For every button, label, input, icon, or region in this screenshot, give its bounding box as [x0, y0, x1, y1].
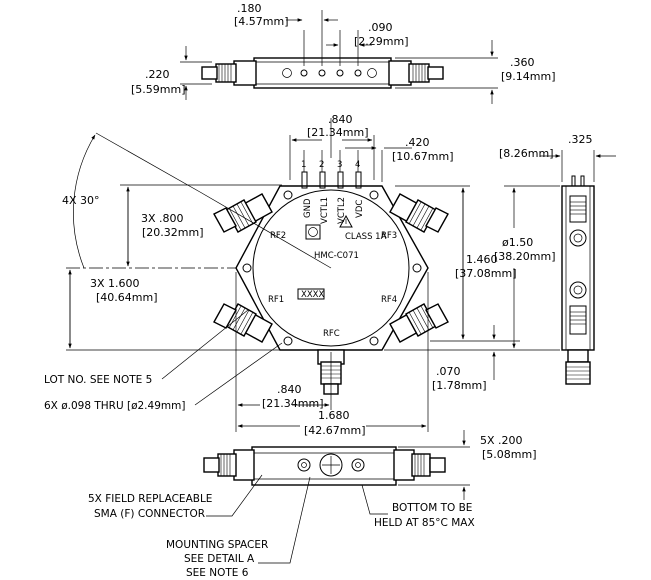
v800-label: 3X .800 [141, 212, 184, 225]
thru-hole-note: 6X ø.098 THRU [ø2.49mm] [44, 400, 185, 412]
top-view-dimensions [180, 10, 498, 104]
top-view-right-connector [388, 60, 444, 86]
mounting-holes [242, 190, 422, 346]
pin-name-vctl2: VCTL2 [337, 197, 347, 224]
pin-number-2: 2 [319, 160, 324, 170]
logo-mark [305, 224, 321, 240]
lot-number-note: LOT NO. SEE NOTE 5 [44, 374, 152, 386]
diameter-mm-label: [38.20mm] [494, 250, 556, 263]
top-view: .180 [4.57mm] .090 [2.29mm] .220 [5.59mm… [131, 2, 556, 104]
bottom-pitch-mm-label: [5.08mm] [482, 448, 537, 461]
pin-number-3: 3 [337, 160, 342, 170]
v1600-mm-label: [40.64mm] [96, 291, 158, 304]
height-right-label: .360 [510, 56, 535, 69]
connector-note-leader [206, 474, 263, 517]
side-width-mm-label: [8.26mm] [499, 147, 554, 160]
height-left-mm-label: [5.59mm] [131, 83, 186, 96]
lot-number-box-text: XXXX [301, 290, 324, 300]
plan-view-dimension-lines [66, 132, 520, 432]
spacer-note-line1: MOUNTING SPACER [166, 539, 268, 551]
pitch-3x-label: .180 [237, 2, 262, 15]
side-view-body [561, 185, 595, 351]
height-right-mm-label: [9.14mm] [501, 70, 556, 83]
bottom-view-right-connector [393, 449, 446, 481]
mounting-hole [283, 336, 293, 346]
bottom-note-line1: BOTTOM TO BE [392, 502, 472, 514]
height-left-label: .220 [145, 68, 170, 81]
pin-name-gnd: GND [303, 198, 313, 218]
pin-number-1: 1 [301, 160, 306, 170]
port-label-rf4: RF4 [381, 295, 397, 305]
width-bottom-label: .840 [277, 383, 302, 396]
port-label-rf1: RF1 [268, 295, 284, 305]
diameter-label: ø1.50 [502, 236, 533, 249]
side-view: .325 [8.26mm] ø1.50 [38.20mm] [494, 133, 616, 385]
connector-rf1 [213, 303, 273, 343]
offset-bottom-mm-label: [1.78mm] [432, 379, 487, 392]
v800-mm-label: [20.32mm] [142, 226, 204, 239]
connector-note-line1: 5X FIELD REPLACEABLE [88, 493, 212, 505]
port-label-rf3: RF3 [381, 231, 397, 241]
bottom-note-leader [361, 484, 388, 515]
mounting-hole [412, 263, 422, 273]
bottom-view: 5X .200 [5.08mm] 5X FIELD REPLACEABLE SM… [88, 430, 537, 579]
lot-note-leader [161, 309, 249, 380]
v1600-label: 3X 1.600 [90, 277, 140, 290]
pitch-3x-mm-label: [4.57mm] [234, 15, 289, 28]
side-rfc-connector [565, 349, 591, 385]
angle-label: 4X 30° [62, 194, 100, 207]
side-width-label: .325 [568, 133, 593, 146]
bottom-pitch-label: 5X .200 [480, 434, 523, 447]
connector-rf4 [389, 303, 449, 343]
bottom-view-left-connector [203, 449, 255, 481]
width-top-label: .840 [328, 113, 353, 126]
width-top-mm-label: [21.34mm] [307, 126, 369, 139]
side-connector-top [569, 195, 587, 247]
esd-warning-icon [339, 214, 353, 228]
spacer-note-line3: SEE NOTE 6 [186, 567, 249, 579]
circular-cover [252, 189, 410, 347]
class-label: CLASS 1A [345, 232, 387, 242]
offset-top-mm-label: [10.67mm] [392, 150, 454, 163]
lot-number-box [297, 288, 325, 300]
mounting-hole [369, 336, 379, 346]
width-bottom-mm-label: [21.34mm] [262, 397, 324, 410]
pin-name-vdc: VDC [355, 200, 365, 218]
pin-number-4: 4 [355, 160, 360, 170]
mounting-hole [242, 263, 252, 273]
connector-rf3 [389, 193, 449, 233]
port-label-rf2: RF2 [270, 231, 286, 241]
control-pins [301, 150, 362, 189]
part-number: HMC-C071 [314, 251, 359, 261]
spacing-label: .090 [368, 21, 393, 34]
plan-view: CLASS 1A HMC-C071 XXXX RF2 RF3 RF1 RF4 R… [44, 113, 520, 437]
mounting-hole [283, 190, 293, 200]
v1460-mm-label: [37.08mm] [455, 267, 517, 280]
spacer-note-line2: SEE DETAIL A [184, 553, 255, 565]
port-label-rfc: RFC [323, 329, 340, 339]
mounting-hole [369, 190, 379, 200]
thru-hole-note-leader [194, 342, 283, 406]
v1460-label: 1.460 [466, 253, 498, 266]
offset-top-label: .420 [405, 136, 430, 149]
pin-name-vctl1: VCTL1 [320, 197, 330, 224]
side-connector-bottom [569, 281, 587, 335]
width-total-mm-label: [42.67mm] [304, 424, 366, 437]
offset-bottom-label: .070 [436, 365, 461, 378]
bottom-view-ports [297, 453, 365, 477]
spacing-mm-label: [2.29mm] [354, 35, 409, 48]
bottom-note-line2: HELD AT 85°C MAX [374, 517, 475, 529]
top-view-left-connector [201, 60, 257, 86]
side-pins [571, 175, 585, 187]
hex-housing [235, 185, 429, 351]
connector-rf2 [213, 193, 273, 233]
width-total-label: 1.680 [318, 409, 350, 422]
connector-note-line2: SMA (F) CONNECTOR [94, 508, 205, 520]
top-view-body [253, 57, 392, 89]
spacer-note-leader [258, 476, 311, 564]
